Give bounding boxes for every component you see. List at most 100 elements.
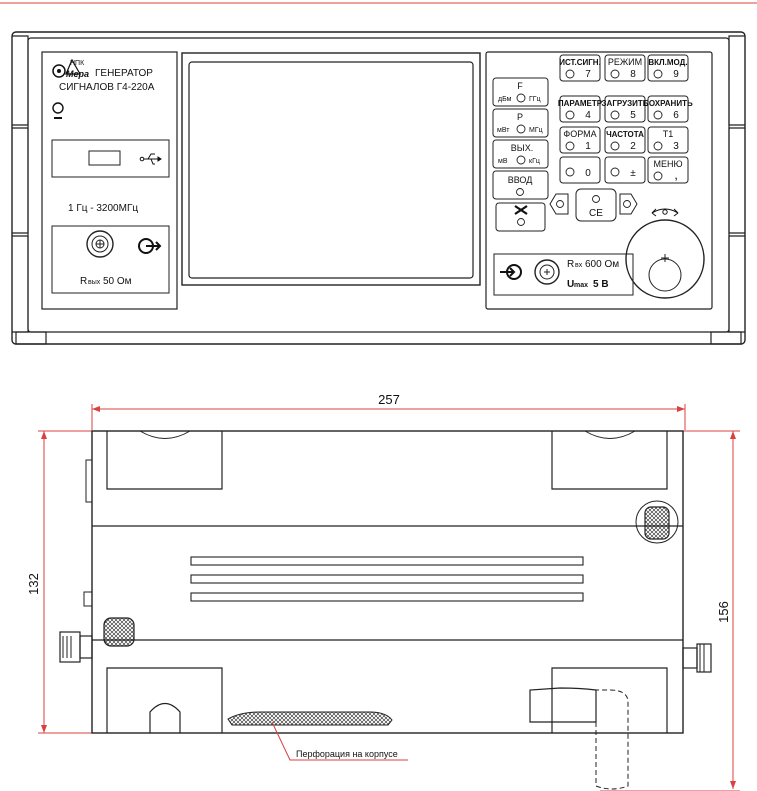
usb-port[interactable]: [88, 150, 121, 166]
brand-logo: [52, 58, 82, 78]
knurled-screw-left[interactable]: [103, 617, 135, 647]
input-impedance-value: 600 Ом: [585, 259, 619, 270]
rotary-encoder-knob[interactable]: [625, 219, 705, 299]
side-handle-top-left-curve: [139, 430, 191, 439]
button-cancel[interactable]: [495, 202, 546, 232]
button-enter[interactable]: ВВОД: [492, 170, 549, 200]
keypad-key-digit: 3: [673, 141, 679, 152]
led-indicator: [565, 69, 575, 79]
left-handle-mid: [12, 127, 29, 234]
front-case-outline: [11, 31, 746, 345]
keypad-key-label: ПАРАМЕТР: [558, 99, 603, 108]
side-handle-bottom-right: [551, 667, 668, 733]
dim-height-total: 156: [716, 601, 731, 623]
keypad-key-digit: 4: [585, 110, 591, 121]
led-indicator: [565, 167, 575, 177]
brand-npk: НПК: [70, 60, 85, 67]
keypad-key[interactable]: ВКЛ.МОД.9: [647, 54, 689, 82]
keypad-key-digit: 6: [673, 110, 679, 121]
led-indicator: [610, 141, 620, 151]
device-title-line2: СИГНАЛОВ Г4-220А: [59, 82, 155, 93]
button-f-right: ГГц: [529, 96, 541, 103]
frequency-range: 1 Гц - 3200МГц: [68, 203, 138, 214]
height-dimension: [38, 430, 92, 734]
keypad-key-label: МЕНЮ: [653, 159, 682, 169]
keypad-key-digit: 8: [630, 69, 636, 80]
side-handle-top-right: [551, 431, 668, 490]
umax-value: 5 В: [593, 279, 609, 290]
led-indicator: [610, 69, 620, 79]
output-impedance-value: 50 Ом: [103, 276, 132, 287]
button-p[interactable]: P мВт МГц: [492, 108, 549, 138]
keypad-key[interactable]: 0: [559, 156, 601, 184]
output-connector-frame: [51, 225, 170, 294]
keypad-key-label: ВКЛ.МОД.: [648, 58, 687, 67]
button-p-title: P: [517, 112, 523, 122]
led-indicator: [516, 124, 526, 134]
side-view: 257 132 156: [26, 392, 740, 791]
right-handle-top: [728, 35, 745, 126]
output-connector[interactable]: [86, 230, 114, 258]
button-p-left: мВт: [497, 127, 510, 134]
knurled-screw-right[interactable]: [635, 500, 679, 544]
keypad-key[interactable]: РЕЖИМ 8: [604, 54, 646, 82]
led-indicator: [592, 195, 600, 203]
vent-slot: [190, 574, 584, 584]
ce-button[interactable]: CE: [575, 188, 617, 222]
display-screen: [188, 61, 474, 279]
keypad-key[interactable]: ПАРАМЕТР 4: [558, 95, 603, 123]
arrow-right-button[interactable]: [619, 193, 638, 215]
input-connector-side: [682, 643, 712, 673]
perforation: [227, 711, 393, 726]
tilt-stand: [529, 687, 629, 790]
dim-width: 257: [378, 392, 400, 407]
button-out-right: кГц: [529, 158, 540, 165]
keypad-key-label: РЕЖИМ: [608, 57, 642, 67]
keypad-key-digit: 7: [585, 69, 591, 80]
front-panel: [27, 37, 730, 333]
keypad-key-label: ЧАСТОТА: [606, 130, 644, 139]
keypad-key[interactable]: ±: [604, 156, 646, 184]
input-impedance-label: R: [567, 259, 574, 270]
keypad-key-label: T1: [663, 129, 674, 139]
input-impedance-sub: вх: [575, 262, 583, 269]
input-symbol-icon: [500, 264, 522, 280]
right-handle-mid: [728, 127, 745, 234]
keypad-key[interactable]: ИСТ.СИГН.7: [559, 54, 601, 82]
side-handle-top-right-curve: [584, 430, 636, 439]
keypad-key[interactable]: МЕНЮ,: [647, 156, 689, 184]
usb-slot-frame: [51, 139, 170, 178]
keypad-key-digit: ,: [674, 167, 678, 182]
led-indicator: [516, 93, 526, 103]
button-out-title: ВЫХ.: [511, 143, 533, 153]
led-indicator: [556, 200, 564, 208]
arrow-left-button[interactable]: [549, 193, 569, 215]
keypad-key[interactable]: T13: [647, 126, 689, 154]
dim-height: 132: [26, 573, 41, 595]
input-connector[interactable]: [534, 259, 560, 285]
front-edge-detail: [85, 459, 93, 503]
ce-label: CE: [589, 208, 603, 219]
right-subpanel: [485, 51, 713, 310]
certification-mark-icon: [52, 102, 64, 119]
brand-mark-icon: [65, 58, 82, 75]
led-indicator: [517, 218, 525, 226]
button-out[interactable]: ВЫХ. мВ кГц: [492, 139, 549, 169]
button-f[interactable]: F дБм ГГц: [492, 77, 549, 107]
left-handle-top: [12, 35, 29, 126]
width-dimension: [91, 404, 686, 430]
led-indicator: [565, 141, 575, 151]
keypad-key-label: ЗАГРУЗИТЬ: [602, 99, 649, 108]
led-indicator: [653, 171, 663, 181]
keypad-key-digit: 0: [585, 168, 591, 179]
led-indicator: [516, 155, 526, 165]
umax-sub: max: [574, 282, 588, 289]
usb-icon: [139, 153, 162, 165]
umax-label: U: [567, 279, 574, 290]
